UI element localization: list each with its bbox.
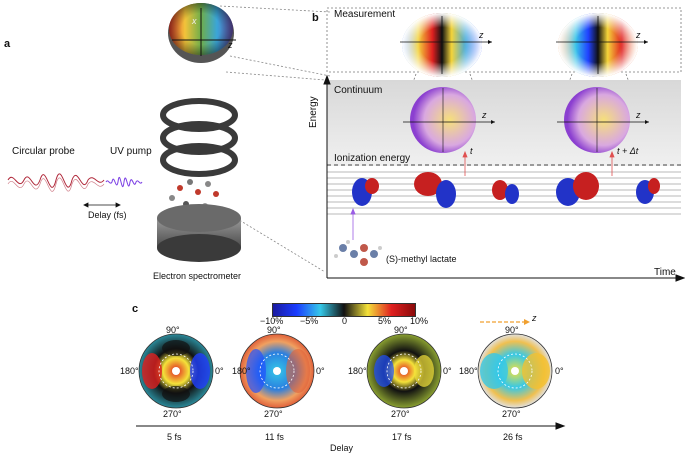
map2-angle-right: 0° bbox=[316, 366, 325, 376]
energy-axis bbox=[323, 74, 685, 282]
continuum-sphere-1 bbox=[403, 87, 495, 153]
continuum-label: Continuum bbox=[334, 85, 383, 96]
measurement-z-label-2: z bbox=[636, 30, 641, 40]
delay-arrow bbox=[83, 202, 121, 208]
rainbow-disc bbox=[168, 3, 236, 63]
excitation-arrow bbox=[350, 207, 356, 240]
map3-angle-right: 0° bbox=[443, 366, 452, 376]
colorbar-tick-2: −5% bbox=[300, 316, 319, 326]
axis-x-label: x bbox=[192, 16, 197, 26]
colorbar-tick-4: 5% bbox=[378, 316, 392, 326]
polar-map-26fs bbox=[477, 333, 553, 409]
panel-label-a: a bbox=[4, 38, 11, 50]
map1-angle-right: 0° bbox=[215, 366, 224, 376]
polar-map-17fs bbox=[366, 333, 442, 409]
colorbar-tick-1: −10% bbox=[260, 316, 284, 326]
map4-angle-top: 90° bbox=[505, 325, 519, 335]
methyl-lactate-molecule bbox=[334, 240, 382, 266]
measurement-box bbox=[326, 7, 682, 73]
map2-angle-top: 90° bbox=[267, 325, 281, 335]
pump-label: UV pump bbox=[110, 146, 152, 157]
map4-angle-bottom: 270° bbox=[502, 409, 521, 419]
measurement-image-1 bbox=[400, 13, 492, 77]
map2-angle-left: 180° bbox=[232, 366, 251, 376]
polar-map-11fs bbox=[239, 333, 315, 409]
measurement-label: Measurement bbox=[334, 9, 396, 20]
continuum-sphere-2 bbox=[557, 87, 649, 153]
molecular-orbitals bbox=[352, 172, 660, 208]
ionization-label: Ionization energy bbox=[334, 153, 411, 164]
molecule-label: (S)-methyl lactate bbox=[386, 254, 457, 264]
map3-angle-bottom: 270° bbox=[391, 409, 410, 419]
electron-spectrometer-rings bbox=[160, 98, 238, 177]
delay-value-1: 5 fs bbox=[167, 432, 182, 442]
map1-angle-left: 180° bbox=[120, 366, 139, 376]
map3-angle-left: 180° bbox=[348, 366, 367, 376]
map1-angle-top: 90° bbox=[166, 325, 180, 335]
panel-c-z-label: z bbox=[532, 313, 537, 323]
panel-label-c: c bbox=[132, 303, 139, 315]
delay-axis bbox=[136, 422, 566, 430]
delay-value-4: 26 fs bbox=[503, 432, 523, 442]
colorbar-ticks: −10% −5% 0 5% 10% bbox=[260, 316, 430, 328]
time-axis-label: Time bbox=[654, 267, 676, 278]
measurement-z-label-1: z bbox=[479, 30, 484, 40]
colorbar-tick-5: 10% bbox=[410, 316, 429, 326]
projection-lines bbox=[219, 5, 331, 273]
map4-angle-left: 180° bbox=[459, 366, 478, 376]
sphere-z-label-2: z bbox=[636, 110, 641, 120]
delay-value-3: 17 fs bbox=[392, 432, 412, 442]
delay-axis-label: Delay bbox=[330, 443, 354, 453]
circular-probe-wave bbox=[7, 173, 105, 188]
t-label: t bbox=[470, 146, 473, 156]
detector-disc bbox=[157, 204, 241, 262]
probe-label: Circular probe bbox=[12, 146, 75, 157]
colorbar-tick-3: 0 bbox=[342, 316, 348, 326]
spectrometer-label: Electron spectrometer bbox=[153, 271, 242, 281]
measurement-image-2 bbox=[556, 13, 648, 77]
panel-label-b: b bbox=[312, 12, 319, 24]
uv-pump-wave bbox=[105, 176, 143, 188]
delay-label: Delay (fs) bbox=[88, 210, 127, 220]
delay-value-2: 11 fs bbox=[265, 432, 284, 442]
ionization-arrows bbox=[462, 150, 615, 176]
sphere-z-label-1: z bbox=[482, 110, 487, 120]
axis-z-label: z bbox=[228, 40, 233, 50]
map1-angle-bottom: 270° bbox=[163, 409, 182, 419]
map3-angle-top: 90° bbox=[394, 325, 408, 335]
t-dt-label: t + Δt bbox=[617, 146, 639, 156]
map2-angle-bottom: 270° bbox=[264, 409, 283, 419]
colorbar bbox=[272, 303, 416, 317]
map4-angle-right: 0° bbox=[555, 366, 564, 376]
polar-map-5fs bbox=[138, 333, 214, 409]
